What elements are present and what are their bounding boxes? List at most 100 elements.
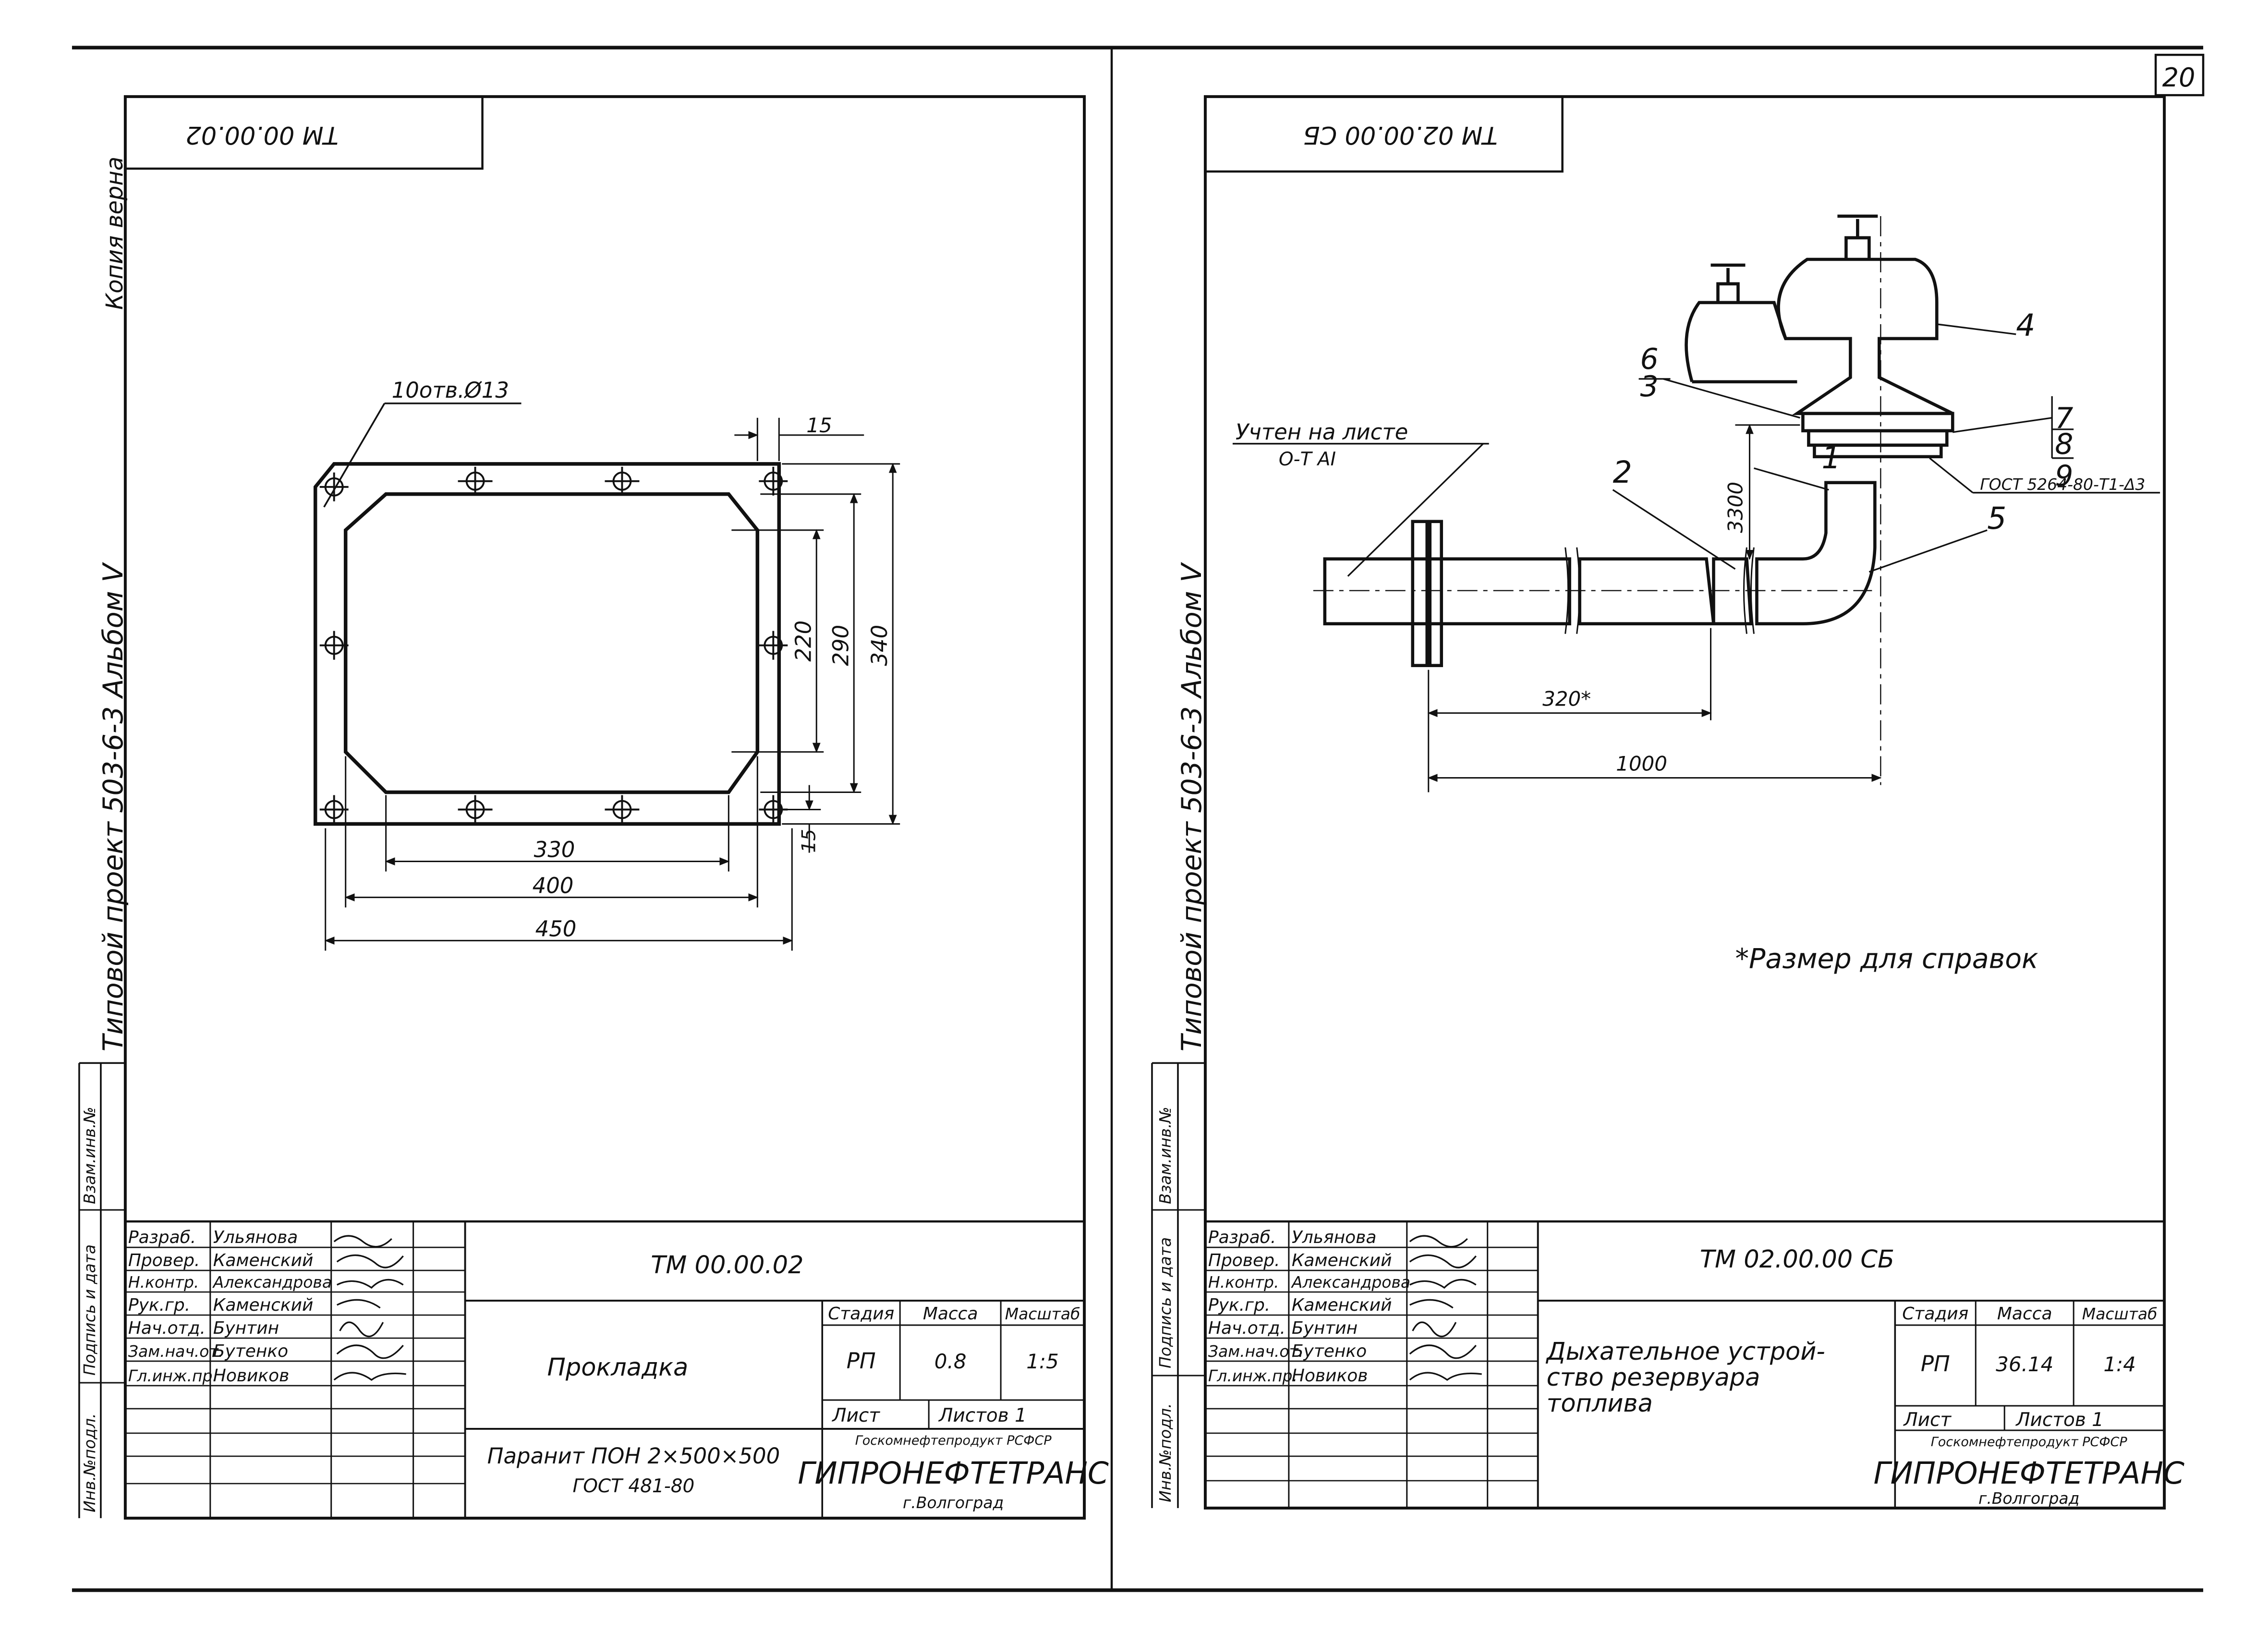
- dim-15-top: 15: [806, 414, 832, 437]
- role-deputy-head: Зам.нач.от.: [1208, 1342, 1303, 1361]
- pos-1: 1: [1821, 440, 1841, 475]
- rotated-code: ТМ 00.00.02: [185, 121, 338, 149]
- mass-value: 0.8: [934, 1350, 967, 1373]
- signatures: [1409, 1235, 1482, 1381]
- pos-5: 5: [1987, 501, 2006, 536]
- doc-code: ТМ 00.00.02: [651, 1251, 803, 1279]
- dim-320: 320*: [1542, 687, 1591, 711]
- dim-15-side: 15: [798, 829, 820, 853]
- breather-assembly: 1 2 3 4 5 6 7 8 9 Учтен на листе О-Т АI …: [1232, 214, 2160, 792]
- stage-value: РП: [847, 1348, 876, 1374]
- pos-8: 8: [2055, 427, 2073, 461]
- pos-3: 3: [1640, 370, 1659, 403]
- copy-note: Копия верна: [101, 157, 128, 310]
- col-stage: Стадия: [828, 1304, 894, 1324]
- role-norm-control: Н.контр.: [128, 1273, 199, 1292]
- name-group-head: Каменский: [213, 1295, 314, 1315]
- role-dept-head: Нач.отд.: [128, 1318, 206, 1338]
- role-dept-head: Нач.отд.: [1208, 1318, 1286, 1338]
- gost-note: ГОСТ 5264-80-Т1-Δ3: [1980, 475, 2145, 494]
- role-developer: Разраб.: [128, 1228, 196, 1247]
- dim-330: 330: [534, 837, 575, 862]
- pipe-segment-mid: [1578, 557, 1716, 625]
- pipe-segment-left: [1323, 557, 1571, 625]
- sheets-label: Листов 1: [938, 1405, 1027, 1426]
- role-checker: Провер.: [1208, 1251, 1280, 1270]
- org-small: Госкомнефтепродукт РСФСР: [1931, 1435, 2128, 1450]
- dim-400: 400: [533, 873, 574, 898]
- hole-note: 10отв.Ø13: [392, 378, 509, 403]
- rotated-code: ТМ 02.00.00 СБ: [1303, 121, 1498, 149]
- col-scale: Масштаб: [1005, 1304, 1080, 1323]
- right-frame: [1203, 95, 2166, 1510]
- role-developer: Разраб.: [1208, 1228, 1276, 1247]
- role-chief-engineer: Гл.инж.пр.: [128, 1366, 218, 1385]
- doc-title-line-1: Дыхательное устрой-: [1546, 1338, 1825, 1366]
- dim-450: 450: [535, 916, 577, 941]
- page-number-box: [2154, 53, 2205, 97]
- pipe-segment-short: [1712, 557, 1753, 625]
- rotated-code-box: [1204, 95, 1564, 173]
- name-dept-head: Бунтин: [1292, 1318, 1358, 1338]
- name-developer: Ульянова: [213, 1228, 298, 1247]
- pos-2: 2: [1613, 455, 1632, 490]
- stamp-side-replace: Взам.инв.№: [80, 1107, 99, 1204]
- name-checker: Каменский: [1292, 1251, 1392, 1270]
- reference-note: *Размер для справок: [1735, 943, 2038, 975]
- role-deputy-head: Зам.нач.от.: [128, 1342, 223, 1361]
- col-scale: Масштаб: [2082, 1304, 2158, 1323]
- name-chief-engineer: Новиков: [213, 1366, 290, 1386]
- dim-1000: 1000: [1616, 752, 1667, 776]
- name-group-head: Каменский: [1292, 1295, 1392, 1315]
- bolt-holes: [319, 466, 788, 824]
- pos-6: 6: [1640, 342, 1659, 376]
- page-number: 20: [2162, 62, 2195, 93]
- name-checker: Каменский: [213, 1251, 314, 1270]
- name-deputy-head: Бутенко: [1292, 1341, 1367, 1361]
- material-line-1: Паранит ПОН 2×500×500: [487, 1443, 780, 1469]
- gasket-drawing: 10отв.Ø13 3: [313, 378, 900, 951]
- stage-value: РП: [1921, 1351, 1950, 1377]
- name-norm-control: Александрова: [1291, 1273, 1410, 1292]
- scale-value: 1:4: [2103, 1353, 2136, 1376]
- rotated-code-box: [124, 95, 484, 170]
- stamp-side-inv: Инв.№подл.: [80, 1413, 99, 1512]
- role-group-head: Рук.гр.: [1208, 1295, 1270, 1315]
- name-deputy-head: Бутенко: [213, 1341, 288, 1361]
- doc-code: ТМ 02.00.00 СБ: [1700, 1245, 1894, 1274]
- role-norm-control: Н.контр.: [1208, 1273, 1279, 1292]
- left-sheet: Инв.№подл. Подпись и дата Взам.инв.№ Тип…: [78, 95, 1109, 1520]
- left-title-block: Разраб. Провер. Н.контр. Рук.гр. Нач.отд…: [125, 1220, 1109, 1518]
- sheet-label: Лист: [831, 1405, 880, 1426]
- mass-value: 36.14: [1996, 1353, 2053, 1376]
- doc-title: Прокладка: [547, 1353, 689, 1382]
- valve-side-housing: [1685, 301, 1787, 382]
- side-caption: Типовой проект 503-6-3 Альбом V: [1176, 561, 1208, 1051]
- name-norm-control: Александрова: [212, 1273, 332, 1292]
- note-counted: Учтен на листе: [1236, 419, 1408, 445]
- doc-title-line-3: топлива: [1547, 1389, 1653, 1418]
- doc-title-line-2: ство резервуара: [1547, 1364, 1760, 1392]
- flange-top-3: [1813, 443, 1943, 459]
- flange-left: [1411, 520, 1429, 667]
- col-mass: Масса: [923, 1304, 978, 1324]
- name-dept-head: Бунтин: [213, 1318, 279, 1338]
- role-chief-engineer: Гл.инж.пр.: [1208, 1366, 1298, 1385]
- org-big: ГИПРОНЕФТЕТРАНС: [1873, 1456, 2184, 1491]
- right-title-block: Разраб. Провер. Н.контр. Рук.гр. Нач.отд…: [1205, 1220, 2184, 1508]
- stamp-side-inv: Инв.№подл.: [1156, 1403, 1175, 1502]
- name-developer: Ульянова: [1292, 1228, 1377, 1247]
- dim-3300: 3300: [1723, 482, 1747, 533]
- name-chief-engineer: Новиков: [1292, 1366, 1368, 1386]
- org-small: Госкомнефтепродукт РСФСР: [855, 1433, 1052, 1448]
- side-spindle: [1710, 263, 1746, 303]
- dim-340: 340: [867, 625, 892, 666]
- col-stage: Стадия: [1902, 1304, 1968, 1324]
- material-line-2: ГОСТ 481-80: [573, 1475, 695, 1497]
- flange-top-1: [1801, 412, 1954, 433]
- org-big: ГИПРОНЕФТЕТРАНС: [798, 1456, 1109, 1491]
- stamp-side-sign: Подпись и дата: [80, 1244, 99, 1376]
- signatures: [333, 1235, 406, 1381]
- right-sheet: Инв.№подл. Подпись и дата Взам.инв.№ Тип…: [1151, 95, 2184, 1510]
